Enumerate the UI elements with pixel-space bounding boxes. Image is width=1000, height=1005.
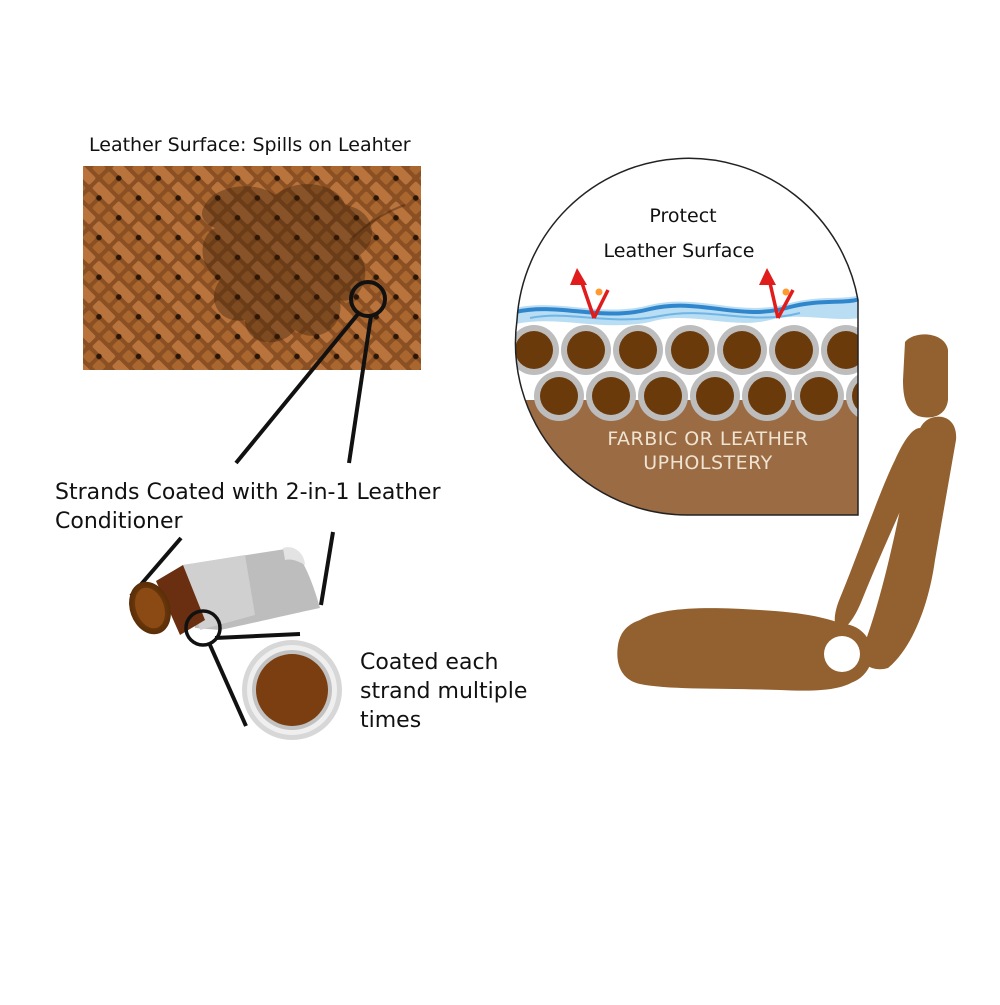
leather-surface-label: Leather Surface: Spills on Leahter bbox=[89, 134, 411, 156]
strand-cross-section bbox=[208, 632, 342, 740]
coated-label-line3: times bbox=[360, 708, 422, 733]
protect-label-line2: Leather Surface bbox=[603, 240, 755, 262]
strand-zoom-circle bbox=[184, 609, 222, 647]
strand-row-top bbox=[515, 325, 858, 375]
strands-label-line1: Strands Coated with 2-in-1 Leather bbox=[55, 480, 441, 505]
protect-label-line1: Protect bbox=[649, 205, 717, 227]
seat-icon bbox=[617, 334, 957, 691]
strands-label-line2: Conditioner bbox=[55, 509, 183, 534]
spill-stain bbox=[202, 184, 372, 343]
strand-row-bottom bbox=[534, 371, 858, 421]
leather-swatch bbox=[83, 166, 421, 370]
coated-label-line2: strand multiple bbox=[360, 679, 528, 704]
coated-label-line1: Coated each bbox=[360, 650, 499, 675]
water-layer bbox=[515, 295, 858, 326]
up-arrow-icon bbox=[759, 268, 795, 319]
protection-bubble bbox=[514, 157, 859, 516]
upholstery-label-line2: UPHOLSTERY bbox=[643, 452, 773, 474]
up-arrow-icon bbox=[570, 268, 610, 319]
zoom-circle bbox=[349, 280, 387, 318]
coated-strand bbox=[129, 547, 320, 647]
upholstery-label-line1: FARBIC OR LEATHER bbox=[607, 428, 809, 450]
